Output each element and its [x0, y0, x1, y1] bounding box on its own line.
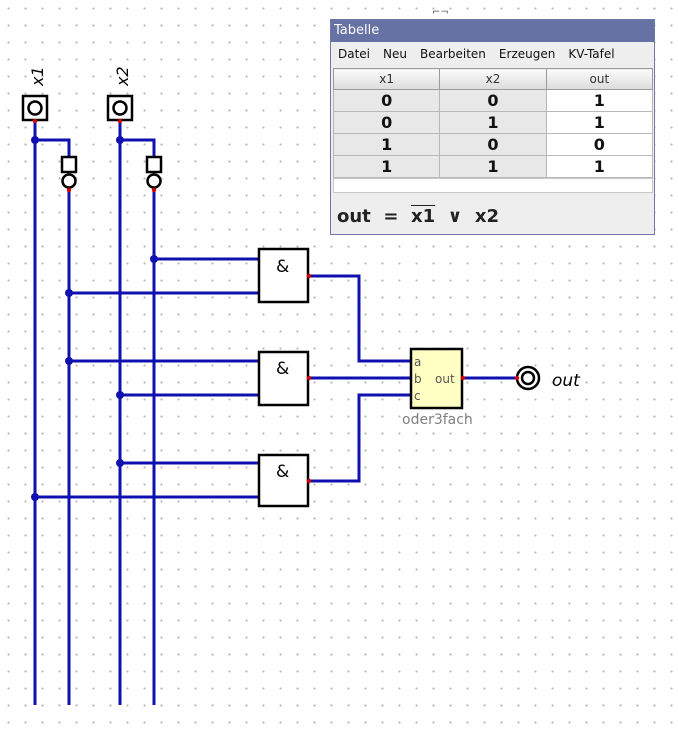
and-symbol: &: [276, 462, 289, 482]
module-pin-c: c: [414, 389, 421, 403]
table-row: 1 1 1: [332, 155, 654, 178]
wire-and3-out: [309, 393, 410, 483]
output-out[interactable]: out: [514, 365, 581, 391]
table-row: 1 0 0: [332, 133, 654, 156]
window-title: Tabelle: [334, 23, 380, 38]
junction-dot: [65, 289, 73, 297]
menu-item-bearbeiten[interactable]: Bearbeiten: [419, 47, 486, 61]
input-x1-label: x1: [28, 66, 47, 87]
junction-dot: [116, 391, 124, 399]
formula-lhs: out: [337, 206, 371, 227]
column-header-x2[interactable]: x2: [439, 68, 547, 90]
not-gate-x2[interactable]: [145, 155, 163, 193]
menu-item-erzeugen[interactable]: Erzeugen: [498, 47, 556, 61]
junction-dot: [116, 136, 124, 144]
table-cell: 0: [439, 133, 547, 156]
menu-item-datei[interactable]: Datei: [338, 47, 371, 61]
wire-x1-to-not: [35, 138, 71, 158]
and-gate-3[interactable]: &: [257, 453, 312, 508]
table-cell: 0: [439, 89, 547, 112]
table-cell: 1: [332, 133, 441, 156]
column-header-out[interactable]: out: [545, 68, 654, 90]
not-gate-x1[interactable]: [60, 155, 78, 193]
drag-handle-icon[interactable]: ⌐¬: [432, 7, 449, 18]
table-cell: 0: [332, 89, 441, 112]
output-cell[interactable]: 1: [545, 111, 654, 134]
boolean-formula: out = x1 ∨ x2: [337, 206, 499, 227]
and-gate-1[interactable]: &: [257, 247, 312, 304]
module-oder3fach[interactable]: a b c out oder3fach: [402, 347, 473, 428]
truth-table-window[interactable]: Tabelle Datei Neu Bearbeiten Erzeugen KV…: [330, 19, 655, 235]
and-gate-2[interactable]: &: [257, 350, 312, 407]
table-row: 0 1 1: [332, 111, 654, 134]
output-label: out: [552, 371, 581, 391]
junction-dot: [31, 136, 39, 144]
output-cell[interactable]: 0: [545, 133, 654, 156]
table-cell: 0: [332, 111, 441, 134]
module-pin-out: out: [435, 372, 455, 386]
output-cell[interactable]: 1: [545, 89, 654, 112]
junction-dot: [150, 255, 158, 263]
formula-or-operator: ∨: [447, 206, 463, 227]
column-header-x1[interactable]: x1: [332, 68, 441, 90]
formula-negated-term: x1: [410, 206, 436, 227]
module-pin-b: b: [414, 372, 422, 386]
truth-table: x1 x2 out 0 0 1 0 1 1 1 0 0 1: [332, 68, 654, 178]
input-x2-label: x2: [113, 66, 132, 87]
formula-equals: =: [383, 206, 399, 227]
module-pin-a: a: [414, 355, 421, 369]
table-cell: 1: [439, 111, 547, 134]
table-row: 0 0 1: [332, 89, 654, 112]
input-x2[interactable]: x2: [106, 66, 134, 124]
input-x1[interactable]: x1: [21, 66, 49, 124]
wire-x2-to-not: [120, 138, 156, 158]
menu-item-neu[interactable]: Neu: [383, 47, 407, 61]
table-scroll-area: [333, 178, 653, 193]
output-cell[interactable]: 1: [545, 155, 654, 178]
junction-dot: [65, 357, 73, 365]
junction-dot: [116, 459, 124, 467]
wire-and1-out: [309, 274, 410, 363]
window-title-bar[interactable]: Tabelle: [331, 20, 654, 42]
and-symbol: &: [276, 359, 289, 379]
menu-item-kv-tafel[interactable]: KV-Tafel: [568, 47, 615, 61]
junction-dot: [31, 493, 39, 501]
formula-term: x2: [474, 206, 499, 227]
table-cell: 1: [439, 155, 547, 178]
menu-bar: Datei Neu Bearbeiten Erzeugen KV-Tafel: [331, 42, 654, 66]
and-symbol: &: [276, 257, 289, 277]
module-name: oder3fach: [402, 412, 473, 428]
table-cell: 1: [332, 155, 441, 178]
